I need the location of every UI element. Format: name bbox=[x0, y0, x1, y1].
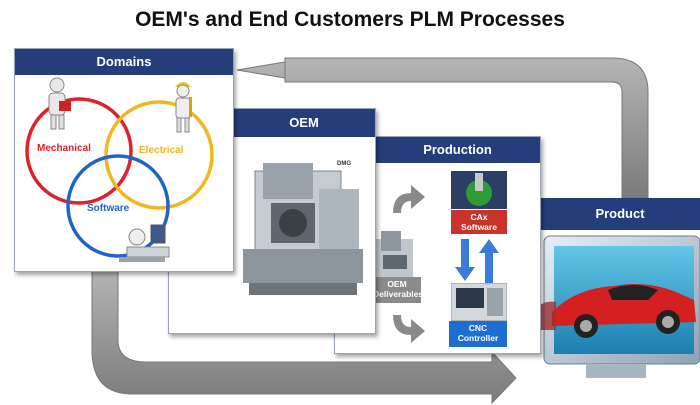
software-label: Software bbox=[87, 203, 130, 214]
forward-arrow bbox=[91, 267, 517, 405]
dmg-logo: DMG bbox=[337, 161, 351, 167]
software-circle bbox=[66, 154, 170, 258]
mechanical-label: Mechanical bbox=[37, 143, 91, 154]
cnc-controller-label: CNC Controller bbox=[449, 321, 507, 347]
product-panel: Product bbox=[516, 198, 700, 390]
monitor-car-image bbox=[536, 235, 700, 378]
page-title: OEM's and End Customers PLM Processes bbox=[135, 8, 565, 31]
electrical-person-icon bbox=[175, 82, 192, 133]
arrow-to-cnc bbox=[393, 315, 425, 343]
production-arrows bbox=[393, 185, 425, 343]
exchange-arrows bbox=[455, 239, 499, 283]
arrow-to-cax bbox=[393, 185, 425, 213]
oem-deliverables-label: OEM Deliverables bbox=[373, 277, 423, 303]
return-arrow bbox=[236, 57, 649, 199]
oem-deliverables-image bbox=[375, 231, 413, 277]
domains-header: Domains bbox=[15, 49, 233, 75]
electrical-label: Electrical bbox=[139, 145, 184, 156]
domains-panel: Domains Mechanical Electr bbox=[14, 48, 234, 272]
cnc-controller-image bbox=[451, 283, 507, 321]
production-header: Production bbox=[375, 137, 540, 163]
up-arrow bbox=[479, 239, 499, 283]
oem-header: OEM bbox=[233, 109, 375, 137]
cax-software-label: CAx Software bbox=[451, 210, 507, 234]
product-header: Product bbox=[540, 198, 700, 230]
mechanical-circle bbox=[25, 97, 133, 205]
electrical-circle bbox=[104, 100, 214, 210]
cax-software-image bbox=[451, 171, 507, 209]
machine-tool-image bbox=[243, 163, 363, 295]
software-person-icon bbox=[119, 224, 170, 262]
domains-venn bbox=[25, 77, 214, 262]
mechanical-person-icon bbox=[48, 77, 71, 130]
down-arrow bbox=[455, 239, 475, 281]
